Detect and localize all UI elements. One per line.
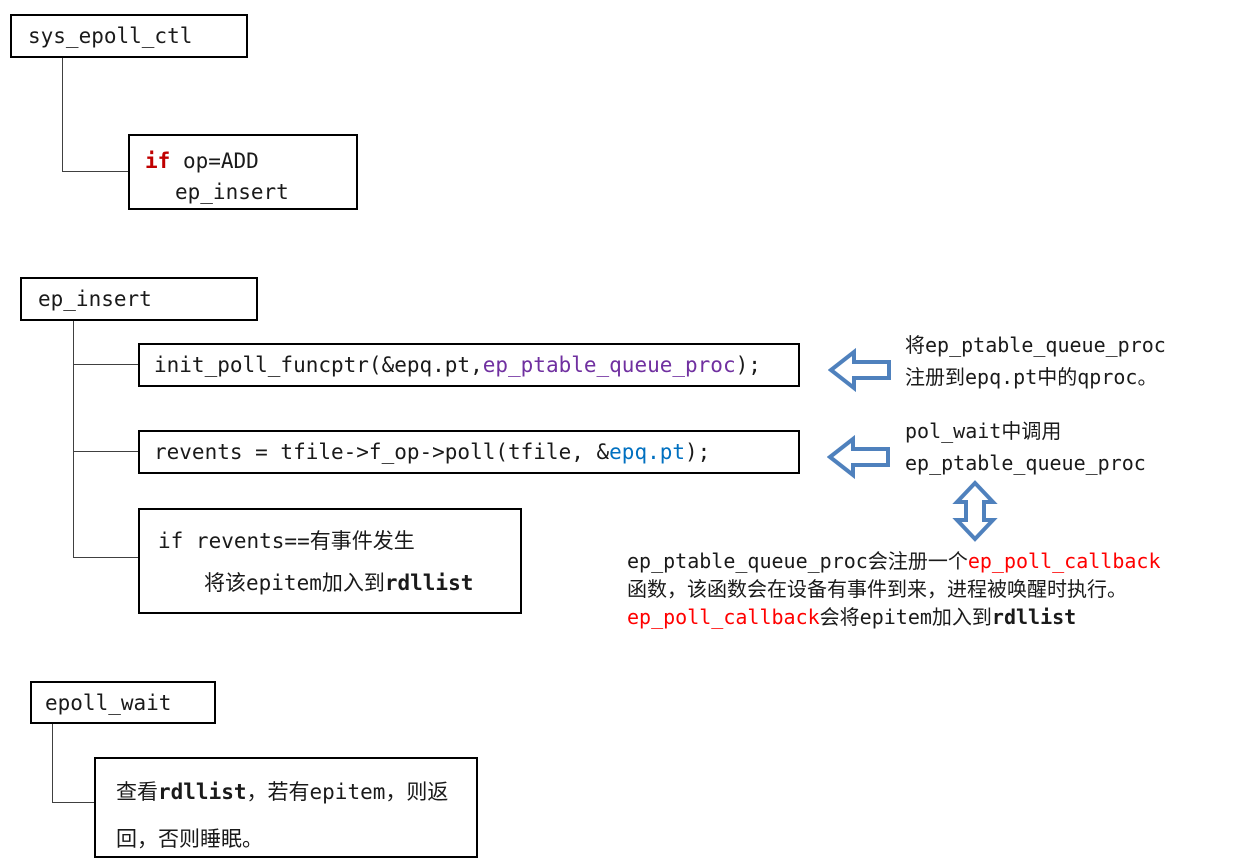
- connector-branch-revents: [74, 451, 138, 452]
- annotation-call-note: pol_wait中调用 ep_ptable_queue_proc: [905, 415, 1146, 479]
- annotation-line: ep_ptable_queue_proc会注册一个ep_poll_callbac…: [627, 549, 1161, 573]
- connector-branch-ifrevents: [74, 557, 138, 558]
- ep-poll-callback-red: ep_poll_callback: [967, 549, 1161, 573]
- code-line-condition: if op=ADD: [145, 146, 356, 177]
- up-down-block-arrow-icon: [952, 480, 998, 542]
- if-keyword: if: [145, 149, 171, 173]
- node-sys-epoll-ctl: sys_epoll_ctl: [10, 14, 248, 58]
- node-epoll-wait: epoll_wait: [30, 681, 216, 724]
- annotation-line: ep_poll_callback会将epitem加入到rdllist: [627, 605, 1077, 629]
- node-check-rdllist: 查看rdllist，若有epitem，则返 回，否则睡眠。: [94, 757, 478, 858]
- code-arg-ep-ptable-queue-proc: ep_ptable_queue_proc: [482, 353, 736, 377]
- node-if-revents: if revents==有事件发生 将该epitem加入到rdllist: [138, 508, 522, 614]
- annotation-line: ep_ptable_queue_proc: [905, 451, 1146, 475]
- node-label: epoll_wait: [45, 690, 172, 715]
- node-revents-poll: revents = tfile->f_op->poll(tfile, &epq.…: [138, 430, 800, 474]
- node-ep-insert: ep_insert: [20, 277, 258, 321]
- text-line: 回，否则睡眠。: [116, 827, 263, 851]
- connector-branch-init: [74, 364, 138, 365]
- code-text: );: [735, 353, 761, 377]
- annotation-callback-note: ep_ptable_queue_proc会注册一个ep_poll_callbac…: [627, 547, 1160, 631]
- annotation-line: pol_wait中调用: [905, 419, 1062, 443]
- annotation-line: 将ep_ptable_queue_proc: [905, 333, 1166, 357]
- annotation-register-note: 将ep_ptable_queue_proc 注册到epq.pt中的qproc。: [905, 329, 1166, 393]
- code-line-condition: if revents==有事件发生: [158, 529, 415, 553]
- code-text: revents = tfile->f_op->poll(tfile, &: [154, 440, 610, 464]
- connector-epollwait-to-check: [52, 724, 94, 803]
- node-label: ep_insert: [38, 287, 152, 311]
- code-arg-epq-pt: epq.pt: [609, 440, 686, 464]
- code-line-action: 将该epitem加入到rdllist: [204, 571, 474, 595]
- code-text: );: [685, 440, 711, 464]
- rdllist-emphasis: rdllist: [384, 571, 474, 595]
- node-init-poll-funcptr: init_poll_funcptr(&epq.pt, ep_ptable_que…: [138, 343, 800, 387]
- connector-sys-to-ifadd: [62, 58, 128, 172]
- rdllist-emphasis: rdllist: [158, 780, 247, 804]
- node-if-op-add: if op=ADD ep_insert: [128, 134, 358, 210]
- left-block-arrow-icon: [828, 348, 891, 392]
- annotation-line: 注册到epq.pt中的qproc。: [905, 365, 1158, 389]
- ep-poll-callback-red: ep_poll_callback: [627, 605, 820, 629]
- annotation-line: 函数，该函数会在设备有事件到来，进程被唤醒时执行。: [627, 577, 1127, 601]
- node-label: sys_epoll_ctl: [28, 24, 193, 48]
- code-line-body: ep_insert: [175, 180, 289, 204]
- condition-text: op=ADD: [170, 149, 259, 173]
- text-line: 查看rdllist，若有epitem，则返: [116, 780, 449, 804]
- code-text: init_poll_funcptr(&epq.pt,: [154, 353, 483, 377]
- connector-ep-insert-trunk: [73, 321, 74, 558]
- rdllist-emphasis: rdllist: [991, 605, 1077, 629]
- left-block-arrow-icon: [827, 435, 890, 479]
